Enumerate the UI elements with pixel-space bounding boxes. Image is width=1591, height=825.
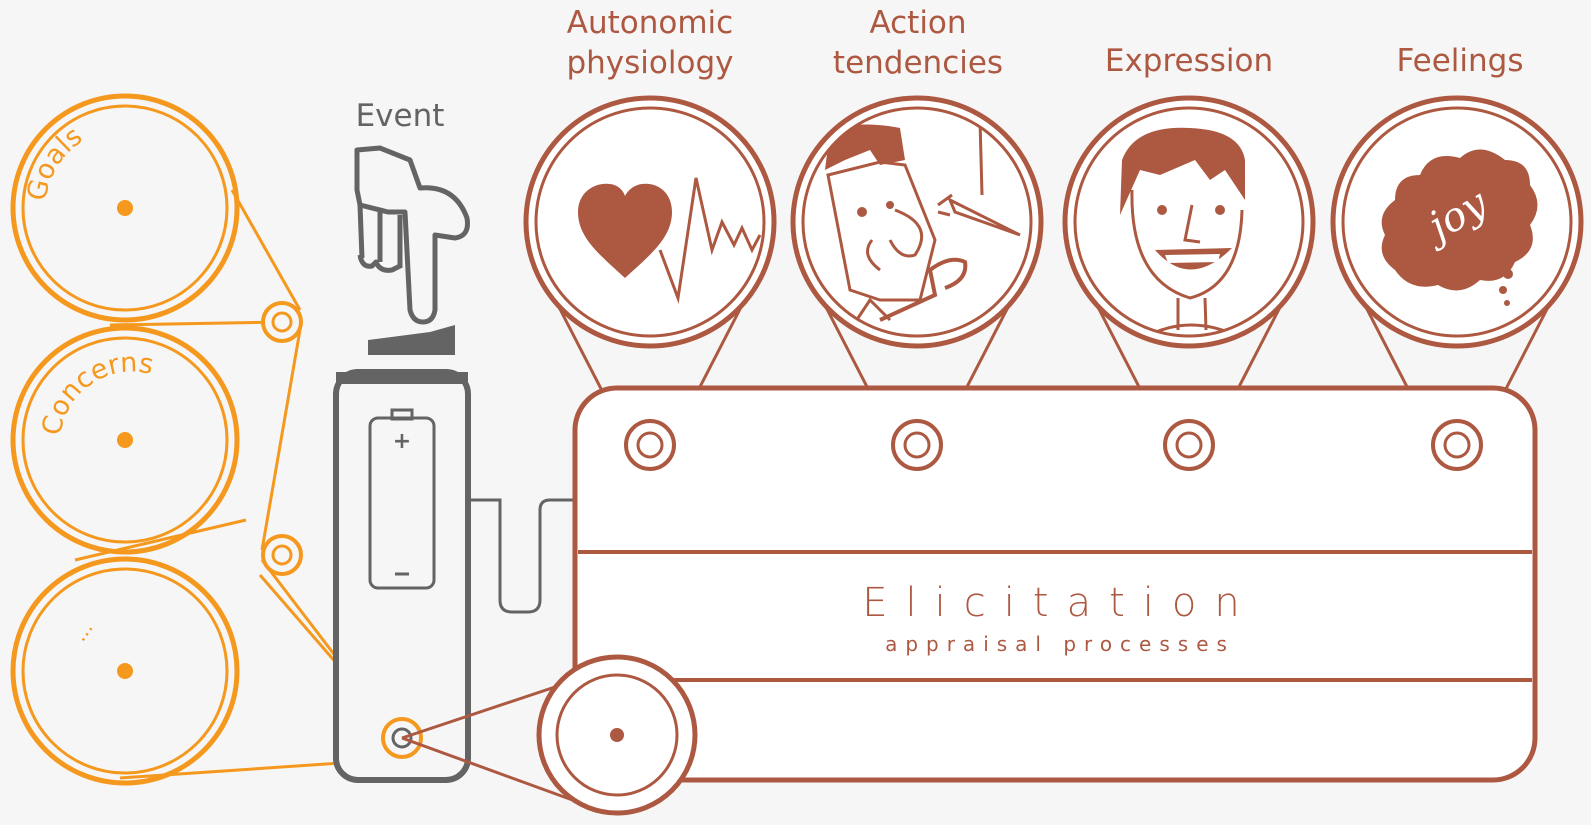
svg-text:+: + — [393, 429, 411, 454]
feelings-circle: joy — [1330, 95, 1584, 349]
pulley-autonomic — [624, 419, 676, 471]
action-label-line2: tendencies — [832, 45, 1004, 81]
autonomic-label: Autonomic physiology — [540, 3, 760, 83]
pulse-line-icon — [658, 177, 762, 304]
event-label: Event — [355, 98, 445, 134]
battery-device: + — [333, 325, 576, 783]
orange-pulley-2 — [261, 534, 303, 576]
pulley-expression — [1163, 419, 1215, 471]
hungry-man-icon — [825, 119, 1021, 331]
elicitation-wheel — [536, 654, 698, 816]
action-circle — [790, 95, 1044, 349]
autonomic-circle — [523, 95, 777, 349]
elicitation-box — [572, 385, 1538, 783]
thought-cloud-icon: joy — [1381, 149, 1538, 306]
elicitation-subtitle: appraisal processes — [885, 632, 1235, 656]
pulley-action — [891, 419, 943, 471]
goals-label: Goals — [21, 121, 88, 204]
concerns-wheel: Concerns — [10, 325, 240, 555]
action-label: Action tendencies — [808, 3, 1028, 83]
concerns-label: Concerns — [36, 347, 156, 438]
feelings-label: Feelings — [1396, 43, 1524, 79]
elicitation-title: Elicitation — [862, 580, 1258, 626]
more-wheel: ... — [10, 556, 240, 786]
more-label: ... — [67, 616, 98, 645]
autonomic-label-line1: Autonomic — [566, 5, 734, 41]
goals-wheel: Goals — [10, 93, 240, 323]
expression-circle — [1062, 95, 1316, 349]
heart-icon — [578, 183, 672, 278]
pointing-hand-icon — [354, 145, 470, 325]
pulley-feelings — [1431, 419, 1483, 471]
orange-pulley-1 — [261, 301, 303, 343]
autonomic-label-line2: physiology — [566, 45, 734, 81]
action-label-line1: Action — [869, 5, 967, 41]
expression-label: Expression — [1104, 43, 1274, 79]
